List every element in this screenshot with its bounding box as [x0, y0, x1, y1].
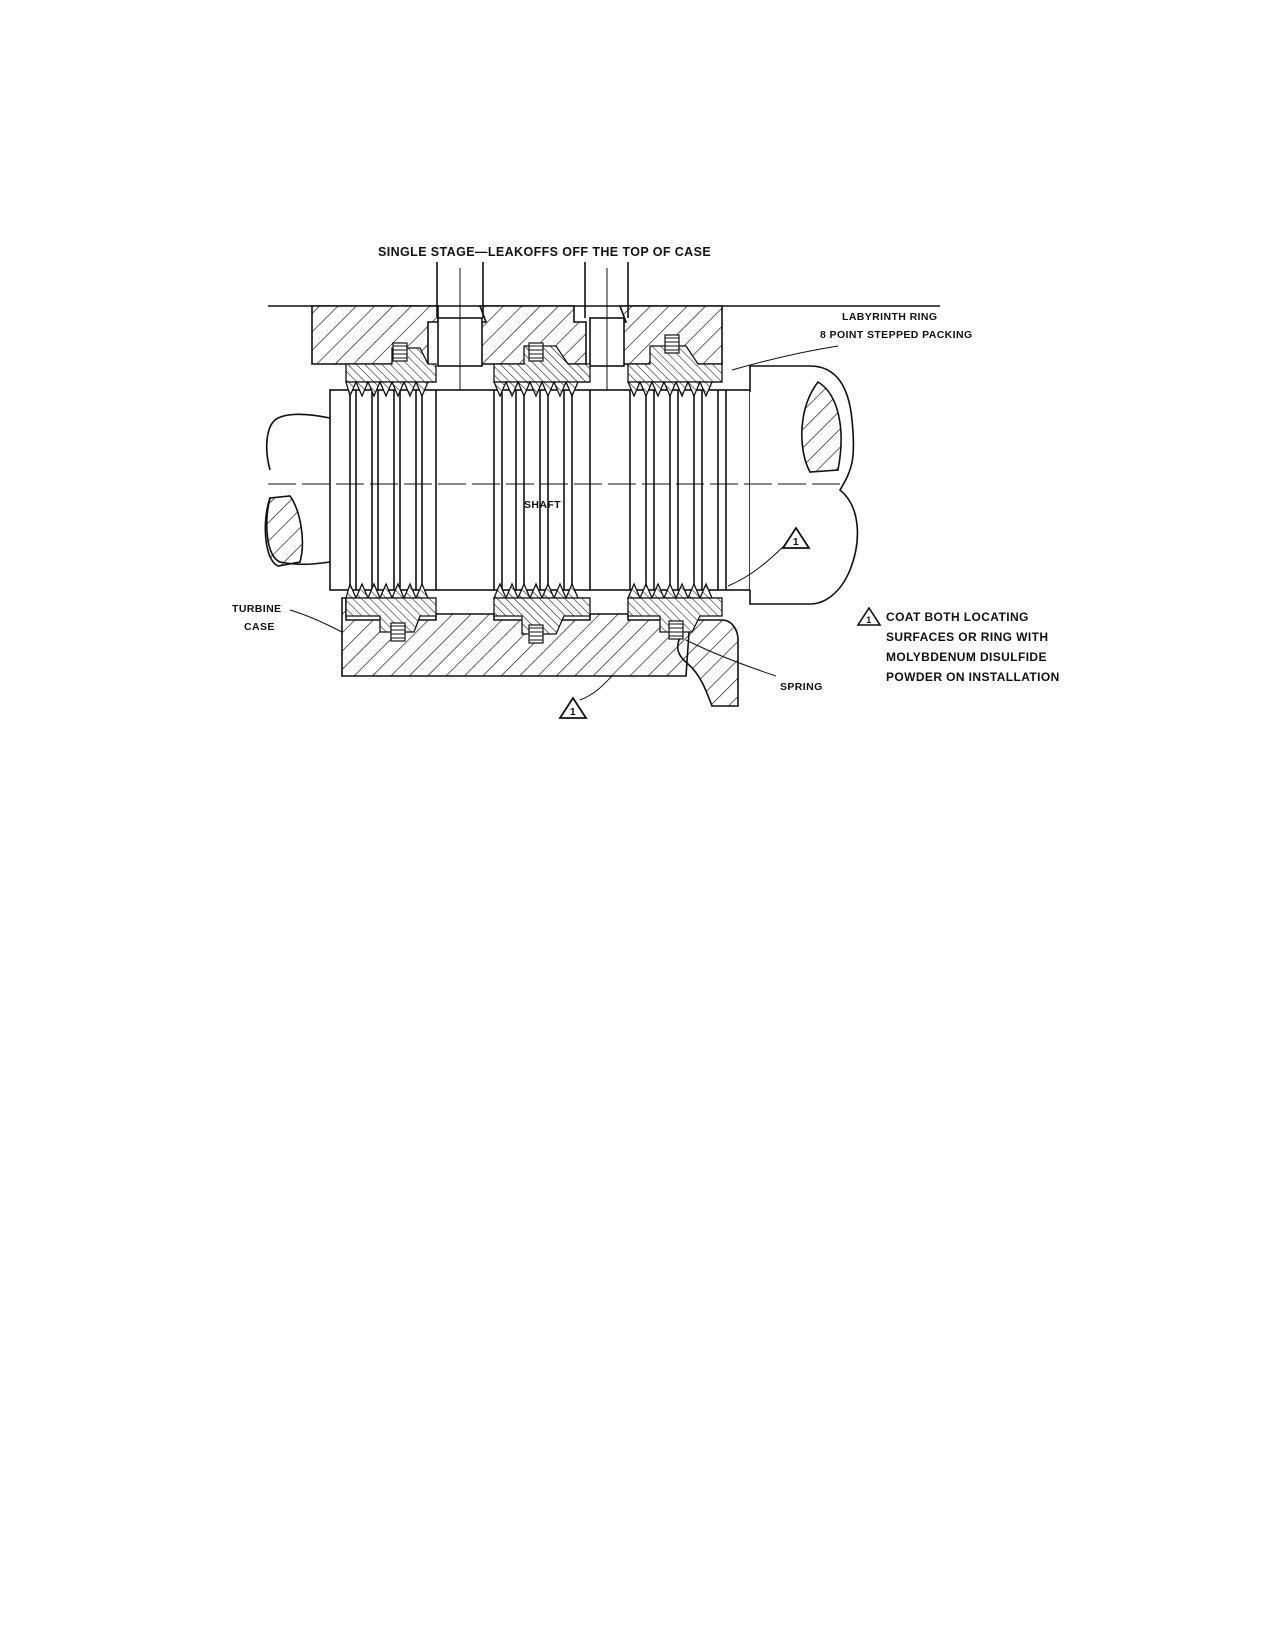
shaft-left-stub	[264, 413, 331, 567]
note-warning-triangle: 1	[856, 606, 882, 626]
lower-casing	[341, 597, 739, 707]
diagram-title: SINGLE STAGE—LEAKOFFS OFF THE TOP OF CAS…	[378, 245, 711, 259]
callout-triangle-upper: 1	[781, 526, 811, 549]
note-line-4: POWDER ON INSTALLATION	[886, 670, 1060, 684]
note-line-1: COAT BOTH LOCATING	[886, 610, 1029, 624]
note-marker: 1	[866, 615, 871, 625]
callout-number-upper: 1	[793, 536, 799, 548]
callout-triangle-lower: 1	[558, 696, 588, 719]
turbine-case-label-line2: CASE	[244, 621, 275, 633]
installation-note: 1 COAT BOTH LOCATING SURFACES OR RING WI…	[856, 606, 1060, 684]
labyrinth-ring-label-line2: 8 POINT STEPPED PACKING	[820, 329, 973, 341]
labyrinth-teeth	[345, 380, 722, 600]
labyrinth-ring-label-line1: LABYRINTH RING	[842, 311, 937, 323]
note-line-3: MOLYBDENUM DISULFIDE	[886, 650, 1047, 664]
shaft-right-section	[749, 365, 859, 605]
upper-labyrinth-rings	[345, 334, 723, 383]
callout-number-lower: 1	[570, 706, 576, 718]
shaft-label: SHAFT	[524, 499, 561, 511]
spring-label: SPRING	[780, 681, 823, 693]
shaft-grooves	[349, 390, 727, 590]
note-line-2: SURFACES OR RING WITH	[886, 630, 1048, 644]
leakoff-pipes	[436, 262, 629, 430]
turbine-case-label-line1: TURBINE	[232, 603, 281, 615]
